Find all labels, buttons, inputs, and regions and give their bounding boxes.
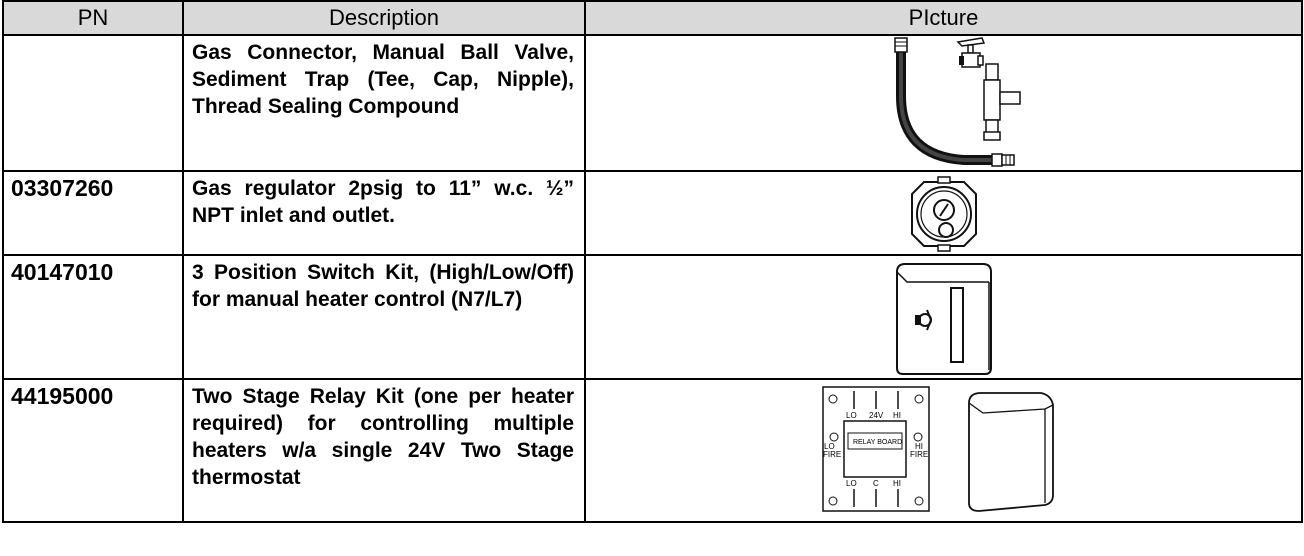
part-picture <box>584 34 1303 172</box>
gas-connector-kit-icon <box>893 37 1021 167</box>
header-picture: PIcture <box>584 0 1303 36</box>
table-row: 03307260 Gas regulator 2psig to 11” w.c.… <box>2 170 1303 256</box>
header-row: PN Description PIcture <box>2 0 1303 36</box>
board-label-24v: 24V <box>869 411 884 420</box>
board-label-hi-fire-1: HI <box>915 442 923 451</box>
part-number: 40147010 <box>2 254 184 380</box>
board-label-c-bottom: C <box>873 479 879 488</box>
table-row: 40147010 3 Position Switch Kit, (High/Lo… <box>2 254 1303 380</box>
part-number: 03307260 <box>2 170 184 256</box>
part-description: Gas Connector, Manual Ball Valve, Sedime… <box>182 34 586 172</box>
board-label-lo-fire-1: LO <box>824 442 835 451</box>
board-label-hi-fire-2: FIRE <box>910 450 928 459</box>
parts-table: PN Description PIcture Gas Connector, Ma… <box>2 0 1303 523</box>
part-picture: LO 24V HI RELAY BOARD LO FIRE HI FIRE LO… <box>584 378 1303 523</box>
switch-box-icon <box>895 263 992 375</box>
part-number <box>2 34 184 172</box>
board-label-hi-bottom: HI <box>893 479 901 488</box>
part-description: Two Stage Relay Kit (one per heater requ… <box>182 378 586 523</box>
header-description: Description <box>182 0 586 36</box>
part-description: 3 Position Switch Kit, (High/Low/Off) fo… <box>182 254 586 380</box>
header-pn: PN <box>2 0 184 36</box>
table-row: 44195000 Two Stage Relay Kit (one per he… <box>2 378 1303 523</box>
part-picture <box>584 170 1303 256</box>
board-label-lo-bottom: LO <box>846 479 857 488</box>
part-picture <box>584 254 1303 380</box>
board-label-lo-fire-2: FIRE <box>823 450 841 459</box>
part-number: 44195000 <box>2 378 184 523</box>
board-label-hi-top: HI <box>893 411 901 420</box>
part-description: Gas regulator 2psig to 11” w.c. ½” NPT i… <box>182 170 586 256</box>
gas-regulator-icon <box>910 176 977 252</box>
table-row: Gas Connector, Manual Ball Valve, Sedime… <box>2 34 1303 172</box>
board-label-lo-top: LO <box>846 411 857 420</box>
relay-board-kit-icon: LO 24V HI RELAY BOARD LO FIRE HI FIRE LO… <box>821 386 1054 512</box>
board-label-relay: RELAY BOARD <box>853 439 902 446</box>
